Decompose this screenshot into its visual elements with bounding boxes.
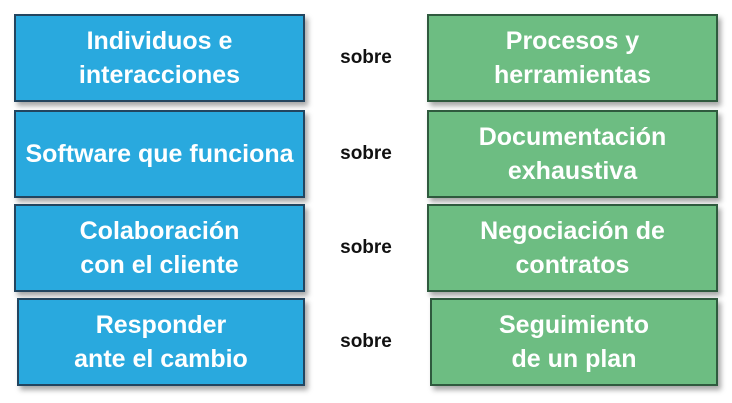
value-row-3: Colaboración con el cliente sobre Negoci…	[0, 204, 732, 298]
value-row-4: Responder ante el cambio sobre Seguimien…	[0, 298, 732, 392]
less-preferred-value-box-1: Procesos y herramientas	[427, 14, 718, 102]
preferred-value-box-2: Software que funciona	[14, 110, 305, 198]
over-connector-4: sobre	[340, 331, 392, 352]
preferred-value-box-3: Colaboración con el cliente	[14, 204, 305, 292]
over-connector-3: sobre	[340, 237, 392, 258]
less-preferred-value-box-3: Negociación de contratos	[427, 204, 718, 292]
value-row-1: Individuos e interacciones sobre Proceso…	[0, 14, 732, 108]
over-connector-2: sobre	[340, 143, 392, 164]
preferred-value-box-4: Responder ante el cambio	[17, 298, 305, 386]
value-row-2: Software que funciona sobre Documentació…	[0, 110, 732, 204]
less-preferred-value-box-2: Documentación exhaustiva	[427, 110, 718, 198]
less-preferred-value-box-4: Seguimiento de un plan	[430, 298, 718, 386]
over-connector-1: sobre	[340, 47, 392, 68]
preferred-value-box-1: Individuos e interacciones	[14, 14, 305, 102]
